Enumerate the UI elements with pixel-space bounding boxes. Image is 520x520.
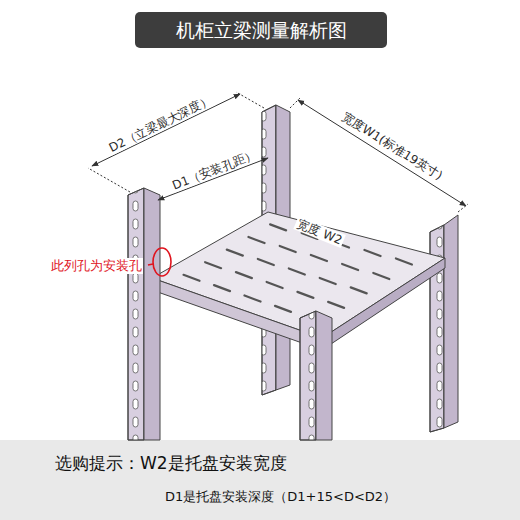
dimension-label: 宽度W1(标准19英寸) — [337, 108, 447, 184]
tray-slot — [396, 259, 412, 265]
tray-slot — [342, 264, 358, 270]
title-bar — [135, 12, 387, 48]
tray-slot — [365, 250, 381, 256]
tray-slot — [373, 273, 389, 279]
tip-text: 选购提示：W2是托盘安装宽度 — [55, 453, 287, 473]
tray-slot — [275, 306, 291, 312]
tray-slot — [289, 269, 305, 275]
post-front-left — [128, 188, 160, 440]
post-back-right — [430, 215, 458, 432]
tray-slot — [245, 296, 261, 302]
tray-slot — [214, 285, 230, 291]
tray-slot — [311, 255, 327, 261]
tray-slot — [270, 224, 286, 230]
tray-slot — [184, 275, 200, 281]
tray-slot — [205, 262, 221, 268]
callout-note: 此列孔为安装孔 — [50, 258, 143, 274]
tray-slot — [320, 278, 336, 284]
tray — [152, 212, 445, 350]
tray-slot — [328, 302, 344, 308]
tray-slot — [280, 246, 296, 252]
tray-slot — [267, 282, 283, 288]
tray-slot — [297, 292, 313, 298]
tray-slot — [249, 237, 265, 243]
post-front-right — [300, 311, 332, 440]
tray-slot — [351, 287, 367, 293]
tip-band — [0, 440, 520, 520]
hole-callout — [148, 248, 171, 276]
dimension-lines — [88, 92, 468, 212]
tray-slot — [258, 259, 274, 265]
dimension-label: D1（安装孔距） — [168, 147, 260, 194]
tray-slot — [236, 272, 252, 278]
dimension-label: D2（立梁最大深度） — [104, 92, 215, 156]
tip-text: D1是托盘安装深度（D1+15<D<D2） — [165, 489, 396, 505]
tray-slot — [227, 250, 243, 256]
title-text: 机柜立梁测量解析图 — [176, 19, 347, 42]
